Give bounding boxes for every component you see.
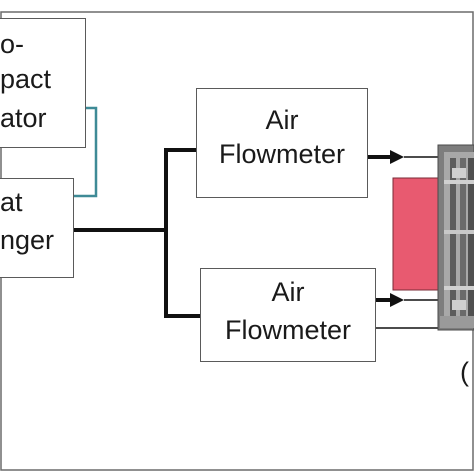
top-left-block-line-3: ator bbox=[0, 103, 47, 133]
mid-left-block-line-1: at bbox=[0, 187, 23, 217]
caption-fragment: ( bbox=[460, 357, 469, 387]
air-flowmeter-upper-box bbox=[196, 88, 368, 198]
air-flowmeter-lower-line-1: Air bbox=[271, 277, 305, 307]
top-left-block-line-2: pact bbox=[0, 64, 52, 94]
air-flowmeter-lower-box bbox=[200, 268, 376, 362]
top-left-block-line-1: o- bbox=[0, 29, 25, 59]
arrow-lower-head bbox=[390, 293, 404, 307]
branch-line-upper bbox=[74, 148, 196, 232]
air-flowmeter-lower-line-2: Flowmeter bbox=[224, 315, 352, 345]
vibro-impact-generator-box bbox=[0, 18, 86, 148]
mid-left-block-line-2: nger bbox=[0, 225, 55, 255]
test-device-image bbox=[437, 144, 474, 331]
teal-connector bbox=[74, 106, 98, 198]
air-flowmeter-upper-line-1: Air bbox=[265, 105, 299, 135]
heat-exchanger-box bbox=[0, 178, 74, 278]
arrow-upper-head bbox=[390, 150, 404, 164]
heater-block bbox=[392, 177, 442, 291]
branch-line-lower bbox=[164, 230, 200, 318]
air-flowmeter-upper-line-2: Flowmeter bbox=[218, 139, 346, 169]
